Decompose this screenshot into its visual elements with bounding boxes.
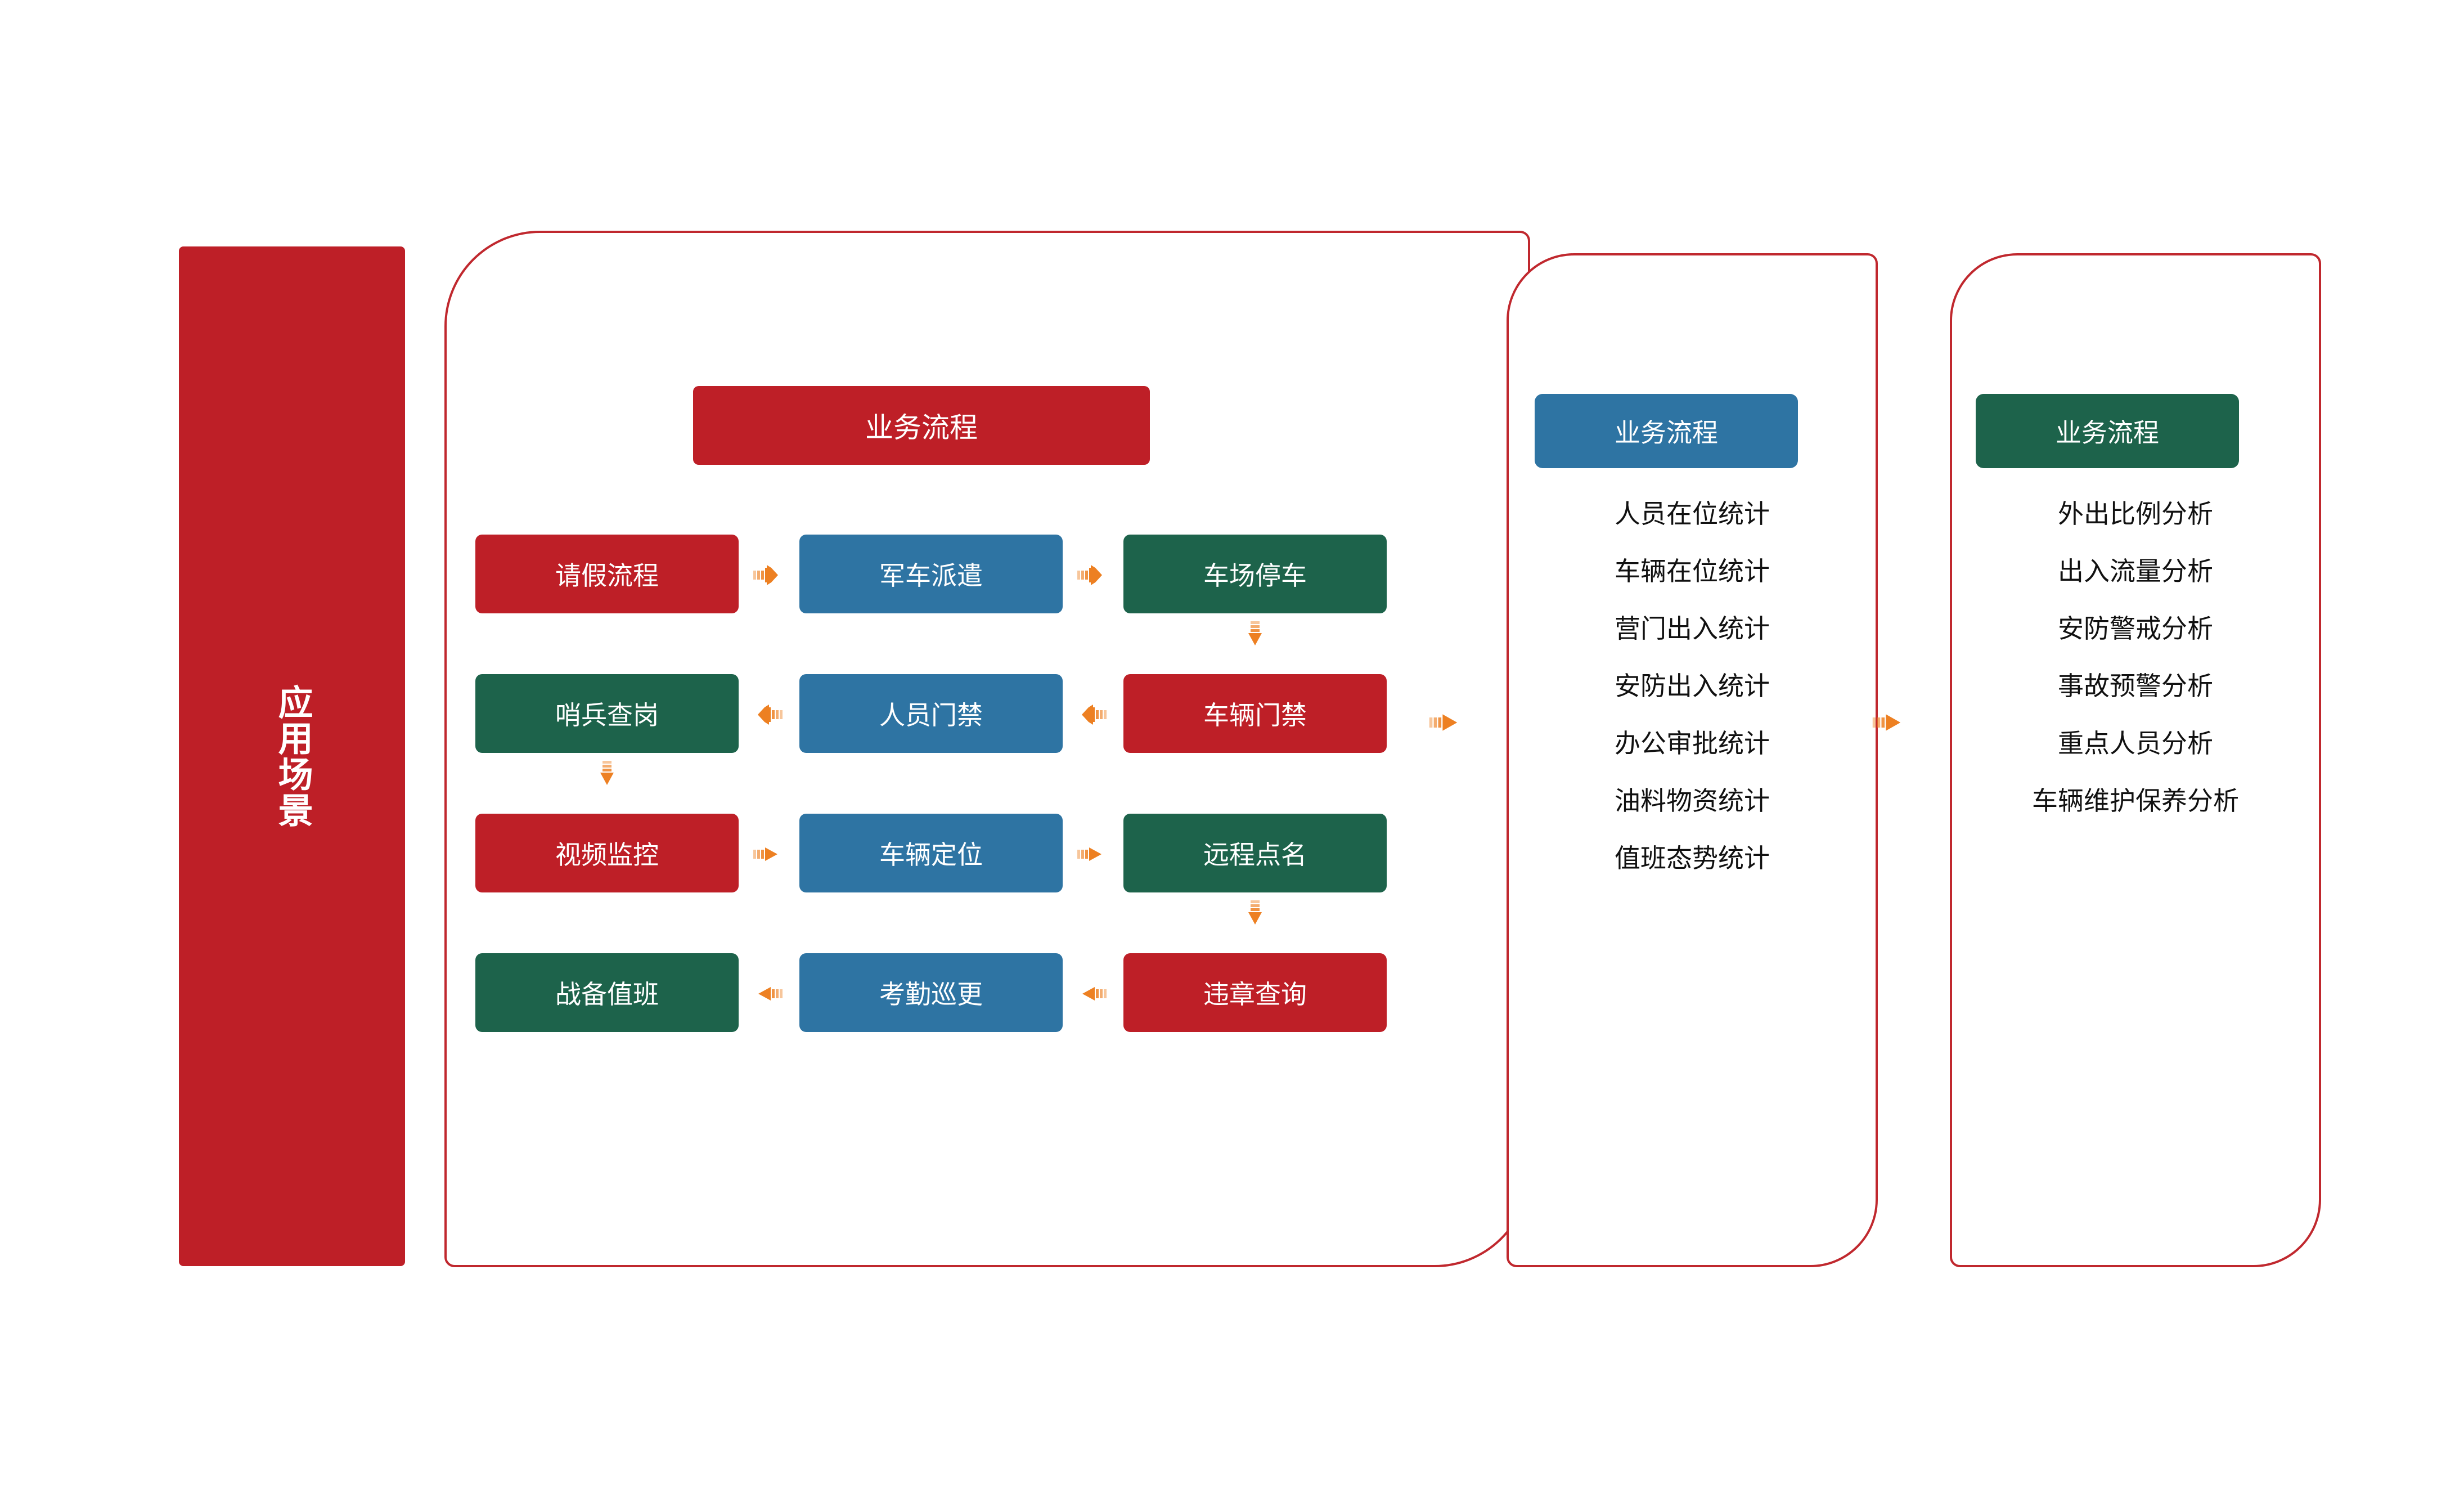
list-item[interactable]: 重点人员分析 xyxy=(2058,729,2213,758)
flow-cell-military-dispatch[interactable]: 军车派遣 xyxy=(799,535,1063,613)
flow-cell-vehicle-location[interactable]: 车辆定位 xyxy=(799,814,1063,892)
list-item[interactable]: 安防警戒分析 xyxy=(2058,614,2213,643)
arrow-left-icon xyxy=(1074,976,1110,1012)
arrow-down-icon xyxy=(1237,897,1273,933)
list-item[interactable]: 车辆在位统计 xyxy=(1615,557,1770,586)
panel-2-header: 业务流程 xyxy=(1535,394,1798,468)
arrow-left-icon xyxy=(750,697,786,733)
list-item[interactable]: 车辆维护保养分析 xyxy=(2032,786,2239,815)
banner-label: 应用场景 xyxy=(272,684,312,828)
flow-cell-readiness-duty[interactable]: 战备值班 xyxy=(475,953,739,1032)
flow-cell-violation-query[interactable]: 违章查询 xyxy=(1123,953,1387,1032)
flow-cell-attendance-patrol[interactable]: 考勤巡更 xyxy=(799,953,1063,1032)
arrow-down-icon xyxy=(1237,618,1273,654)
list-item[interactable]: 油料物资统计 xyxy=(1615,786,1770,815)
arrow-right-icon xyxy=(1074,836,1110,872)
list-item[interactable]: 出入流量分析 xyxy=(2058,557,2213,586)
flow-cell-leave-process[interactable]: 请假流程 xyxy=(475,535,739,613)
flow-cell-remote-rollcall[interactable]: 远程点名 xyxy=(1123,814,1387,892)
panel-1-header: 业务流程 xyxy=(693,386,1150,465)
panel-3-header: 业务流程 xyxy=(1976,394,2239,468)
arrow-right-icon xyxy=(1869,702,1909,743)
analysis-list: 外出比例分析 出入流量分析 安防警戒分析 事故预警分析 重点人员分析 车辆维护保… xyxy=(1950,501,2321,845)
flow-cell-sentry-check[interactable]: 哨兵查岗 xyxy=(475,674,739,753)
business-flow-grid: 请假流程 军车派遣 车场停车 哨兵查岗 人员门禁 车辆门禁 视频监控 车辆定位 … xyxy=(475,535,1387,1032)
list-item[interactable]: 值班态势统计 xyxy=(1615,844,1770,873)
arrow-down-icon xyxy=(589,757,625,793)
list-item[interactable]: 事故预警分析 xyxy=(2058,671,2213,701)
flow-cell-video-surveillance[interactable]: 视频监控 xyxy=(475,814,739,892)
arrow-right-icon xyxy=(1074,557,1110,593)
arrow-right-icon xyxy=(750,836,786,872)
list-item[interactable]: 人员在位统计 xyxy=(1615,499,1770,528)
flow-cell-lot-parking[interactable]: 车场停车 xyxy=(1123,535,1387,613)
list-item[interactable]: 办公审批统计 xyxy=(1615,729,1770,758)
arrow-left-icon xyxy=(750,976,786,1012)
arrow-left-icon xyxy=(1074,697,1110,733)
application-scenario-banner: 应用场景 xyxy=(179,246,405,1266)
list-item[interactable]: 营门出入统计 xyxy=(1615,614,1770,643)
flow-cell-vehicle-access[interactable]: 车辆门禁 xyxy=(1123,674,1387,753)
statistics-list: 人员在位统计 车辆在位统计 营门出入统计 安防出入统计 办公审批统计 油料物资统… xyxy=(1507,501,1878,903)
arrow-right-icon xyxy=(750,557,786,593)
list-item[interactable]: 外出比例分析 xyxy=(2058,499,2213,528)
arrow-right-icon xyxy=(1426,702,1466,743)
flow-cell-personnel-access[interactable]: 人员门禁 xyxy=(799,674,1063,753)
list-item[interactable]: 安防出入统计 xyxy=(1615,671,1770,701)
